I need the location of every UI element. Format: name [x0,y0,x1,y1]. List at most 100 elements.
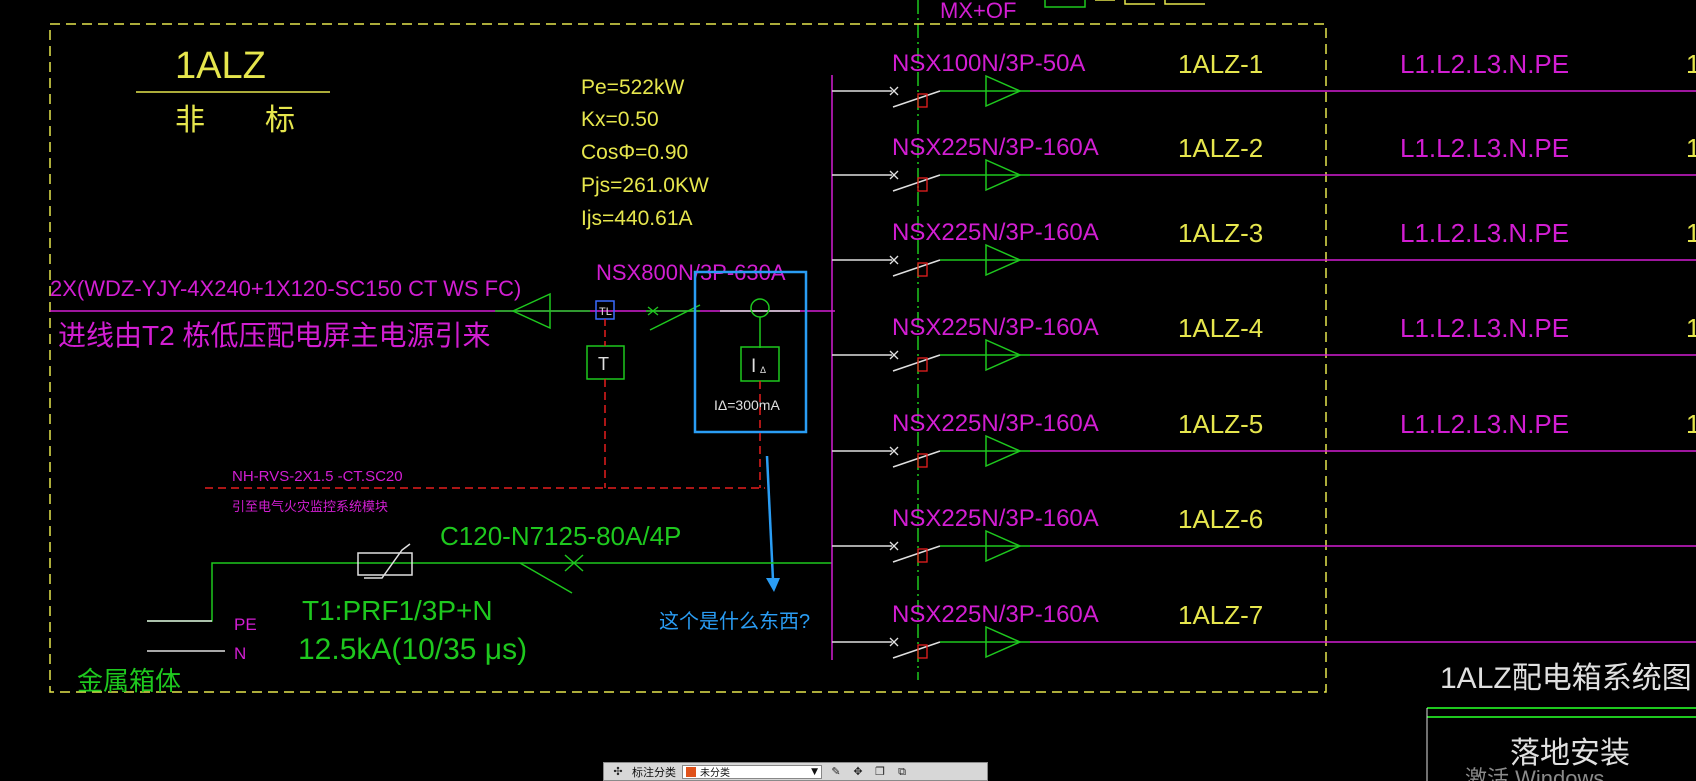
feeder-trip-box [917,644,928,659]
feeder-contact [892,641,941,659]
annotation-arrowhead [766,578,780,592]
feeder-breaker-label: NSX225N/3P-160A [892,219,1099,246]
feeder-phases: L1.L2.L3.N.PE [1400,133,1569,163]
spd-breaker-label: C120-N7125-80A/4P [440,521,681,551]
annotation-question: 这个是什么东西? [659,610,810,633]
feeder-breaker-label: NSX225N/3P-160A [892,134,1099,161]
panel-subtitle: 非 标 [175,104,295,137]
load-calc-block: Pe=522kW Kx=0.50 CosΦ=0.90 Pjs=261.0KW I… [581,76,709,230]
tl-label: TL [599,306,612,318]
feeder-cutoff-text: 1 [1686,409,1696,439]
spd-breaker-contact [519,562,573,594]
drawing-title: 1ALZ配电箱系统图 [1440,662,1692,695]
chevron-down-icon: ▼ [811,766,818,777]
feeder-x-b [889,86,899,96]
feeder-cutoff-text: 1 [1686,218,1696,248]
top-cutoff-glyphs [1095,0,1205,5]
feeder-arrow-symbol [985,74,1022,108]
feeder-contact [892,259,941,277]
spd-type-label: T1:PRF1/3P+N [302,595,493,626]
feeder-circuit-id: 1ALZ-5 [1178,409,1263,439]
top-cutoff-box [1044,0,1086,8]
calc-pjs: Pjs=261.0KW [581,174,709,197]
feeder-circuit-id: 1ALZ-2 [1178,133,1263,163]
incoming-cable-spec: 2X(WDZ-YJY-4X240+1X120-SC150 CT WS FC) [50,276,521,301]
feeder-contact [892,354,941,372]
feeder-cutoff-text: 1 [1686,133,1696,163]
spd-varistor-slash [364,543,411,579]
category-color-swatch [686,766,696,777]
edit-icon[interactable]: ✎ [831,765,841,778]
residual-rating: IΔ=300mA [714,397,780,413]
feeder-cutoff-text: 1 [1686,49,1696,79]
main-breaker-contact [649,304,701,331]
feeder-circuit-id: 1ALZ-4 [1178,313,1263,343]
feeder-circuit-id: 1ALZ-7 [1178,600,1263,630]
feeder-arrow-symbol [985,529,1022,563]
feeder-phases: L1.L2.L3.N.PE [1400,49,1569,79]
category-select[interactable]: 未分类 ▼ [682,764,822,779]
pe-terminal-label: PE [234,615,257,634]
feeder-x-b [889,350,899,360]
move-icon[interactable]: ✥ [853,765,863,778]
main-breaker-x-b [647,306,659,316]
feeder-trip-box [917,548,928,563]
feeder-circuit-id: 1ALZ-6 [1178,504,1263,534]
feeder-trip-box [917,177,928,192]
residual-box-sub: Δ [760,365,766,375]
annotation-arrow-line [765,455,775,581]
enclosure-label: 金属箱体 [77,666,181,696]
feeder-breaker-label: NSX100N/3P-50A [892,50,1085,77]
spd-breaker-x-b [564,554,584,572]
residual-box-label: I [751,356,756,377]
feeder-contact [892,90,941,108]
t-sensor-label: T [598,354,609,374]
feeder-x-b [889,255,899,265]
spd-rating-label: 12.5kA(10/35 μs) [298,633,527,666]
feeder-circuit-id: 1ALZ-3 [1178,218,1263,248]
feeder-breaker-label: NSX225N/3P-160A [892,314,1099,341]
feeder-circuit-id: 1ALZ-1 [1178,49,1263,79]
feeder-phases: L1.L2.L3.N.PE [1400,313,1569,343]
install-note: 落地安装 [1510,737,1630,770]
feeder-phases: L1.L2.L3.N.PE [1400,218,1569,248]
feeder-x-b [889,446,899,456]
toolbar-label: 标注分类 [632,765,676,779]
feeder-arrow-symbol [985,625,1022,659]
feeder-x-b [889,637,899,647]
incoming-arrow-symbol [511,292,551,330]
calc-kx: Kx=0.50 [581,108,659,131]
fire-alarm-note: 引至电气火灾监控系统模块 [232,499,388,514]
feeder-breaker-label: NSX225N/3P-160A [892,601,1099,628]
enclosure-frame [49,23,1327,693]
activation-watermark: 激活 Windows [1465,766,1604,781]
layers-icon[interactable]: ⧉ [898,764,906,778]
feeder-contact [892,450,941,468]
feeder-contact [892,545,941,563]
feeder-arrow-symbol [985,243,1022,277]
fire-alarm-cable-spec: NH-RVS-2X1.5 -CT.SC20 [232,468,403,485]
panel-name: 1ALZ [175,45,266,87]
feeder-trip-box [917,453,928,468]
toolbar-grip-icon[interactable]: ✣ [613,765,623,778]
n-terminal-label: N [234,644,246,663]
feeder-trip-box [917,357,928,372]
incoming-source-note: 进线由T2 栋低压配电屏主电源引来 [58,320,490,351]
feeder-arrow-symbol [985,158,1022,192]
copy-icon[interactable]: ❐ [875,765,885,778]
fire-alarm-cable-route [205,379,765,489]
highlight-box[interactable] [693,270,808,434]
feeder-trip-box [917,262,928,277]
calc-cos: CosΦ=0.90 [581,141,688,164]
calc-ijs: Ijs=440.61A [581,207,693,230]
annotation-toolbar: ✣ 标注分类 未分类 ▼ ✎ ✥ ❐ ⧉ [603,762,988,781]
feeder-cutoff-text: 1 [1686,313,1696,343]
top-cutoff-text: MX+OF [940,0,1016,23]
feeder-x-b [889,170,899,180]
feeder-arrow-symbol [985,434,1022,468]
calc-pe: Pe=522kW [581,76,684,99]
feeder-phases: L1.L2.L3.N.PE [1400,409,1569,439]
feeder-contact [892,174,941,192]
